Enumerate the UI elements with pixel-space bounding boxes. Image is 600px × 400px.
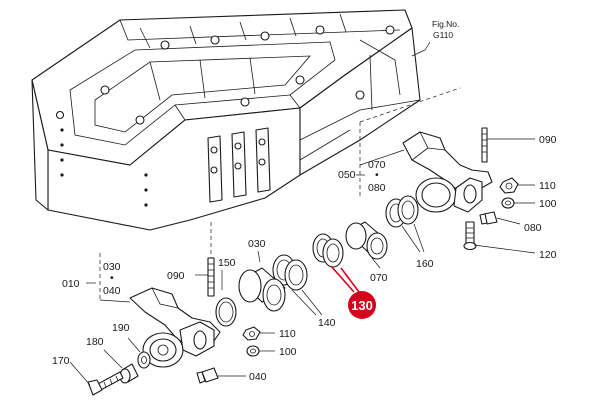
callout-090-left: 090 <box>167 270 185 282</box>
callout-bracket-dot-lower: • <box>110 272 114 284</box>
callout-040-bottom: 040 <box>249 371 267 383</box>
callout-110-right: 110 <box>539 180 556 192</box>
callout-170: 170 <box>52 355 70 367</box>
callout-070-upper: 070 <box>368 159 386 171</box>
figure-number-value: G110 <box>433 30 453 40</box>
callout-group-030-top: 030 <box>248 238 266 263</box>
figure-number: Fig.No. G110 <box>411 19 459 57</box>
callout-090-right: 090 <box>539 134 557 146</box>
callout-180: 180 <box>86 336 104 348</box>
callout-050: 050 <box>338 169 356 181</box>
callout-110-low: 110 <box>279 328 296 340</box>
callout-150: 150 <box>218 257 236 269</box>
callout-100-right: 100 <box>539 198 557 210</box>
left-bracket-assembly: 010 030 • 040 110 100 040 190 180 170 <box>52 253 297 396</box>
callout-130-label: 130 <box>351 298 373 313</box>
callout-080-upper: 080 <box>368 182 386 194</box>
callout-160: 160 <box>416 258 434 270</box>
callout-130-badge <box>348 291 376 319</box>
callout-120: 120 <box>539 249 557 261</box>
right-seal-stack: 160 070 <box>345 195 434 284</box>
callout-030-top: 030 <box>248 238 266 250</box>
right-bracket-assembly: 090 050 070 • 080 110 100 080 120 <box>338 87 557 261</box>
transmission-housing <box>31 9 421 231</box>
callout-010: 010 <box>62 278 80 290</box>
callout-040-left: 040 <box>103 285 121 297</box>
left-studs: 090 150 <box>167 222 236 297</box>
callout-030-left: 030 <box>103 261 121 273</box>
left-seal-stack: 140 <box>215 254 336 329</box>
figure-number-label: Fig.No. <box>432 19 459 29</box>
callout-190: 190 <box>112 322 130 334</box>
callout-140: 140 <box>318 317 336 329</box>
callout-080-right: 080 <box>524 222 542 234</box>
highlighted-part-130: 130 <box>312 233 376 319</box>
callout-070-mid: 070 <box>370 272 388 284</box>
callout-100-low: 100 <box>279 346 297 358</box>
callout-bracket-dot-upper: • <box>375 169 379 181</box>
